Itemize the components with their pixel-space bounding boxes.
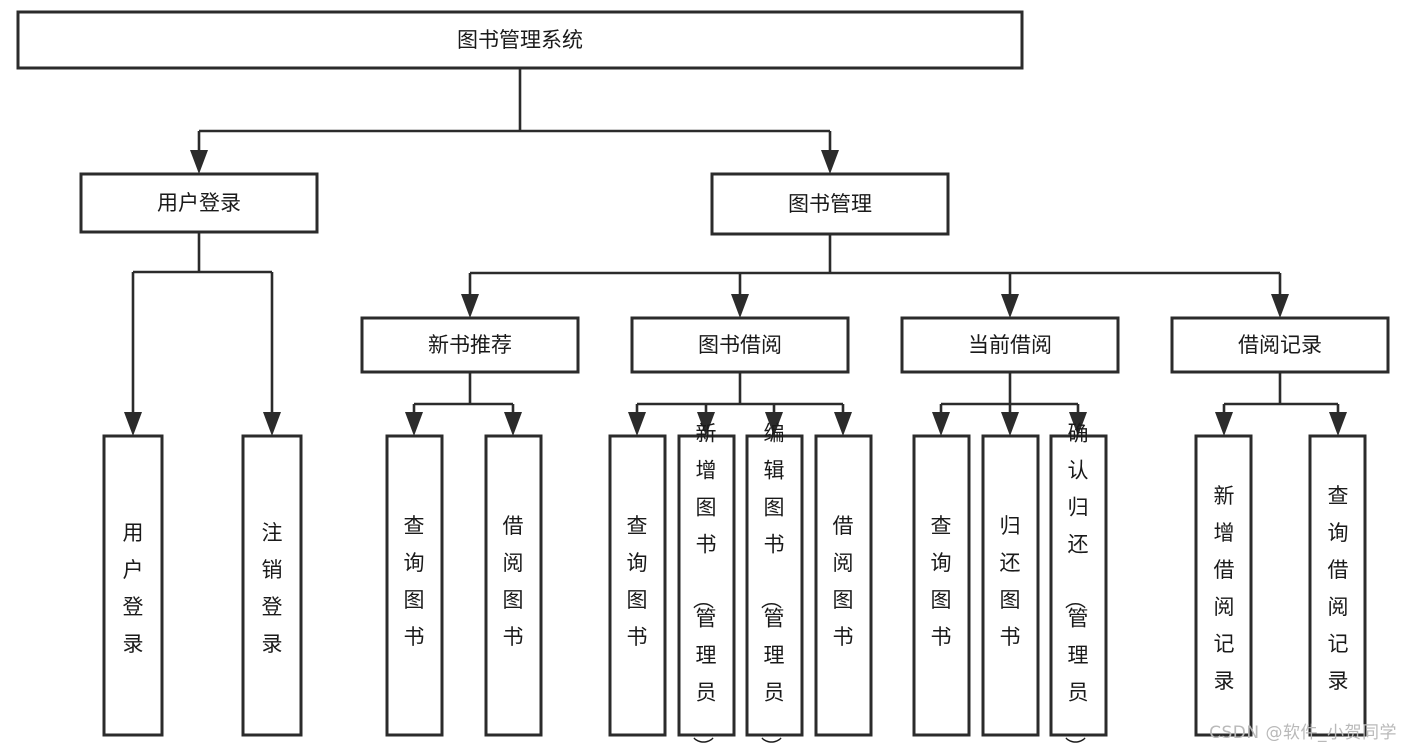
- arrow-head-book-manage: [821, 150, 839, 174]
- arrow-head-leaf-edit-book: [765, 412, 783, 436]
- arrow-head-leaf-add-book: [697, 412, 715, 436]
- node-leaf-borrow-book-1[interactable]: 借阅图书: [484, 434, 543, 737]
- node-leaf-borrow-book-1-box[interactable]: [484, 434, 543, 737]
- node-leaf-confirm-return[interactable]: 确认归还（管理员）: [1049, 421, 1108, 747]
- arrow-head-borrow-record: [1271, 294, 1289, 318]
- node-leaf-user-login-box[interactable]: [102, 434, 164, 737]
- node-root-box[interactable]: [16, 10, 1024, 70]
- node-leaf-borrow-book-1-label: 借阅图书: [503, 514, 524, 649]
- node-leaf-logout-login[interactable]: 注销登录: [241, 434, 303, 737]
- connector-layer: [124, 68, 1347, 436]
- arrow-head-leaf-confirm-return: [1069, 412, 1087, 436]
- arrow-head-leaf-return-book: [1001, 412, 1019, 436]
- node-leaf-edit-book-label: 编辑图书（管理员）: [759, 421, 785, 747]
- node-root-label: 图书管理系统: [457, 28, 583, 52]
- arrow-head-current-borrow: [1001, 294, 1019, 318]
- node-leaf-query-book-1-label: 查询图书: [404, 514, 425, 649]
- node-leaf-borrow-book-2[interactable]: 借阅图书: [814, 434, 873, 737]
- node-current-borrow-label: 当前借阅: [968, 333, 1052, 357]
- node-leaf-query-record[interactable]: 查询借阅记录: [1308, 434, 1367, 737]
- arrow-head-user-login: [190, 150, 208, 174]
- node-leaf-return-book-box[interactable]: [981, 434, 1040, 737]
- arrow-head-leaf-query-book-2: [628, 412, 646, 436]
- node-leaf-logout-login-box[interactable]: [241, 434, 303, 737]
- node-leaf-return-book-label: 归还图书: [1000, 514, 1021, 649]
- node-leaf-query-book-1-box[interactable]: [385, 434, 444, 737]
- node-leaf-borrow-book-2-box[interactable]: [814, 434, 873, 737]
- node-leaf-query-record-box[interactable]: [1308, 434, 1367, 737]
- node-leaf-add-record-label: 新增借阅记录: [1214, 484, 1235, 693]
- node-leaf-edit-book-box[interactable]: [745, 434, 804, 737]
- node-book-manage-label: 图书管理: [788, 192, 872, 216]
- node-leaf-edit-book[interactable]: 编辑图书（管理员）: [745, 421, 804, 747]
- node-leaf-confirm-return-box[interactable]: [1049, 434, 1108, 737]
- node-leaf-query-book-3-box[interactable]: [912, 434, 971, 737]
- node-borrow-record-box[interactable]: [1170, 316, 1390, 374]
- node-book-manage[interactable]: 图书管理: [710, 172, 950, 236]
- node-new-book-rec-label: 新书推荐: [428, 333, 512, 357]
- arrow-head-leaf-add-record: [1215, 412, 1233, 436]
- arrow-head-book-borrow: [731, 294, 749, 318]
- arrow-head-leaf-user-login: [124, 412, 142, 436]
- node-root[interactable]: 图书管理系统: [16, 10, 1024, 70]
- node-user-login-box[interactable]: [79, 172, 319, 234]
- arrow-head-leaf-borrow-book-2: [834, 412, 852, 436]
- node-leaf-user-login-label: 用户登录: [123, 521, 144, 656]
- node-borrow-record-label: 借阅记录: [1238, 333, 1322, 357]
- node-leaf-logout-login-label: 注销登录: [262, 521, 283, 656]
- arrow-head-leaf-logout-login: [263, 412, 281, 436]
- node-leaf-query-record-label: 查询借阅记录: [1328, 484, 1349, 693]
- node-leaf-query-book-1[interactable]: 查询图书: [385, 434, 444, 737]
- node-book-borrow-label: 图书借阅: [698, 333, 782, 357]
- node-user-login[interactable]: 用户登录: [79, 172, 319, 234]
- node-book-borrow[interactable]: 图书借阅: [630, 316, 850, 374]
- node-leaf-add-book-box[interactable]: [677, 434, 736, 737]
- arrow-head-leaf-query-book-3: [932, 412, 950, 436]
- node-leaf-user-login[interactable]: 用户登录: [102, 434, 164, 737]
- node-leaf-return-book[interactable]: 归还图书: [981, 434, 1040, 737]
- node-current-borrow[interactable]: 当前借阅: [900, 316, 1120, 374]
- arrow-head-leaf-query-record: [1329, 412, 1347, 436]
- node-book-borrow-box[interactable]: [630, 316, 850, 374]
- node-leaf-add-record-box[interactable]: [1194, 434, 1253, 737]
- node-new-book-rec-box[interactable]: [360, 316, 580, 374]
- node-leaf-query-book-2[interactable]: 查询图书: [608, 434, 667, 737]
- node-leaf-borrow-book-2-label: 借阅图书: [833, 514, 854, 649]
- node-leaf-add-book[interactable]: 新增图书（管理员）: [677, 421, 736, 747]
- arrow-head-new-book-rec: [461, 294, 479, 318]
- node-borrow-record[interactable]: 借阅记录: [1170, 316, 1390, 374]
- node-leaf-confirm-return-label: 确认归还（管理员）: [1063, 421, 1089, 747]
- node-leaf-query-book-2-box[interactable]: [608, 434, 667, 737]
- arrow-head-leaf-borrow-book-1: [504, 412, 522, 436]
- node-leaf-query-book-3-label: 查询图书: [931, 514, 952, 649]
- node-new-book-rec[interactable]: 新书推荐: [360, 316, 580, 374]
- node-user-login-label: 用户登录: [157, 191, 241, 215]
- node-book-manage-box[interactable]: [710, 172, 950, 236]
- node-leaf-query-book-3[interactable]: 查询图书: [912, 434, 971, 737]
- node-leaf-query-book-2-label: 查询图书: [627, 514, 648, 649]
- node-leaf-add-record[interactable]: 新增借阅记录: [1194, 434, 1253, 737]
- node-leaf-add-book-label: 新增图书（管理员）: [691, 421, 717, 747]
- node-current-borrow-box[interactable]: [900, 316, 1120, 374]
- arrow-head-leaf-query-book-1: [405, 412, 423, 436]
